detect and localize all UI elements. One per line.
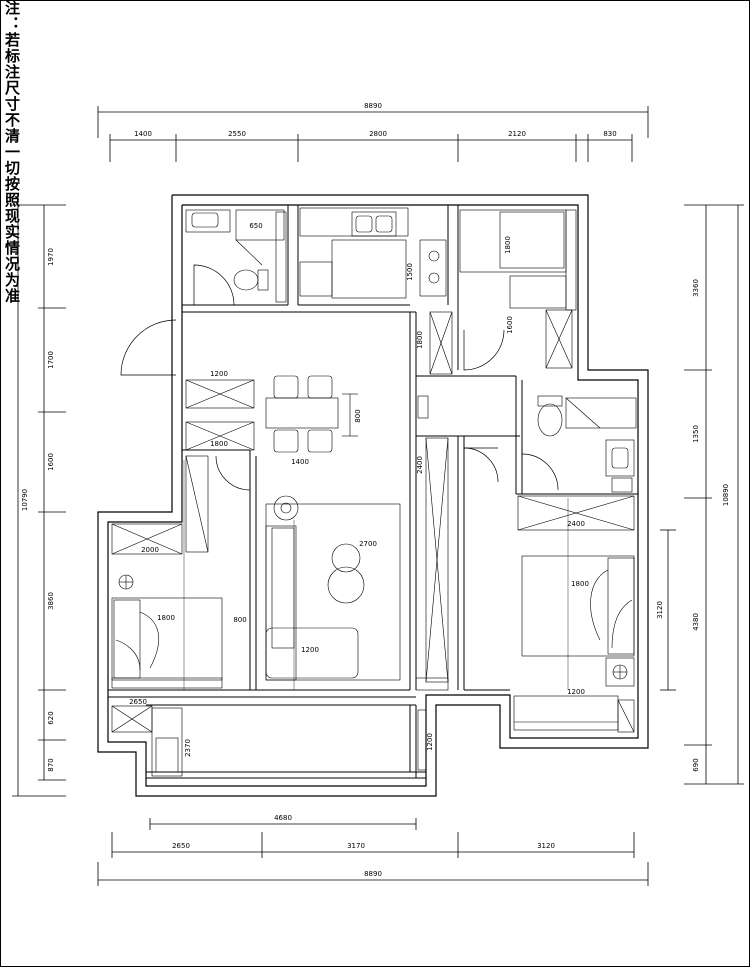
dim-top-seg-2: 2550 bbox=[228, 130, 246, 138]
balcony-label: 1200 bbox=[426, 733, 434, 751]
dim-left-overall: 10790 bbox=[21, 489, 29, 511]
dim-top-seg-4: 2120 bbox=[508, 130, 526, 138]
outer-walls bbox=[97, 194, 649, 797]
wc-label-2: 800 bbox=[233, 616, 246, 624]
dim-bottom-overall: 8890 bbox=[364, 870, 382, 878]
balcony bbox=[111, 705, 427, 777]
bed-left-label: 1800 bbox=[157, 614, 175, 622]
window-label-1: 1200 bbox=[210, 370, 228, 378]
dining-width-label: 1400 bbox=[291, 458, 309, 466]
inner-dimension-lines bbox=[183, 460, 569, 690]
room-label-1: 2650 bbox=[129, 698, 147, 706]
wardrobe-right-label: 2400 bbox=[567, 520, 585, 528]
corridor-cabinets bbox=[415, 311, 453, 691]
bedroom-right bbox=[513, 495, 635, 733]
sofa-length-label: 1200 bbox=[301, 646, 319, 654]
kitchen-label: 1500 bbox=[406, 263, 414, 281]
left-dimensions bbox=[12, 204, 66, 797]
desk-label: 1200 bbox=[567, 688, 585, 696]
dim-right-seg-4: 690 bbox=[692, 758, 700, 771]
right-dimensions bbox=[660, 204, 744, 785]
dim-top-seg-3: 2800 bbox=[369, 130, 387, 138]
bathroom-right bbox=[537, 395, 637, 493]
dim-right-bedroom: 3120 bbox=[656, 601, 664, 619]
dim-bottom-seg-1: 2650 bbox=[172, 842, 190, 850]
bed-right-label: 1800 bbox=[571, 580, 589, 588]
bedroom-left bbox=[111, 455, 223, 689]
window-label-2: 1800 bbox=[210, 440, 228, 448]
room-label-2: 2370 bbox=[184, 739, 192, 757]
room-label-5: 2700 bbox=[359, 540, 377, 548]
bathroom-left bbox=[185, 209, 287, 303]
dim-left-seg-2: 1700 bbox=[47, 351, 55, 369]
dim-left-seg-3: 1600 bbox=[47, 453, 55, 471]
plan-note: 注：若标注尺寸不清一切按照现实情况为准 bbox=[3, 0, 21, 304]
dim-left-seg-1: 1970 bbox=[47, 248, 55, 266]
living-room bbox=[265, 495, 401, 681]
dim-right-seg-3: 4380 bbox=[692, 613, 700, 631]
dining-depth-label: 800 bbox=[354, 409, 362, 422]
dim-bottom-seg-2: 3170 bbox=[347, 842, 365, 850]
dim-bottom-mid: 4680 bbox=[274, 814, 292, 822]
hall-label: 1800 bbox=[416, 331, 424, 349]
dim-left-seg-4: 3860 bbox=[47, 592, 55, 610]
wardrobe-left-label: 2000 bbox=[141, 546, 159, 554]
top-dimensions bbox=[97, 106, 649, 162]
room-label-3: 1600 bbox=[506, 316, 514, 334]
dim-left-seg-6: 870 bbox=[47, 758, 55, 771]
dim-top-seg-1: 1400 bbox=[134, 130, 152, 138]
dim-right-seg-1: 3360 bbox=[692, 279, 700, 297]
dim-bottom-seg-3: 3120 bbox=[537, 842, 555, 850]
dim-top-overall: 8890 bbox=[364, 102, 382, 110]
kitchen bbox=[299, 207, 447, 299]
tv-cabinet-label: 2400 bbox=[416, 456, 424, 474]
bottom-dimensions bbox=[97, 818, 649, 886]
dim-left-seg-5: 620 bbox=[47, 711, 55, 724]
doors bbox=[120, 264, 559, 491]
dining bbox=[185, 375, 358, 453]
room-label-4: 1800 bbox=[504, 236, 512, 254]
bedroom-top-right bbox=[459, 209, 577, 369]
dim-right-seg-2: 1350 bbox=[692, 425, 700, 443]
dim-right-overall: 10890 bbox=[722, 484, 730, 506]
dim-top-seg-5: 830 bbox=[603, 130, 616, 138]
interior-walls bbox=[108, 205, 638, 779]
wc-label-1: 650 bbox=[249, 222, 262, 230]
